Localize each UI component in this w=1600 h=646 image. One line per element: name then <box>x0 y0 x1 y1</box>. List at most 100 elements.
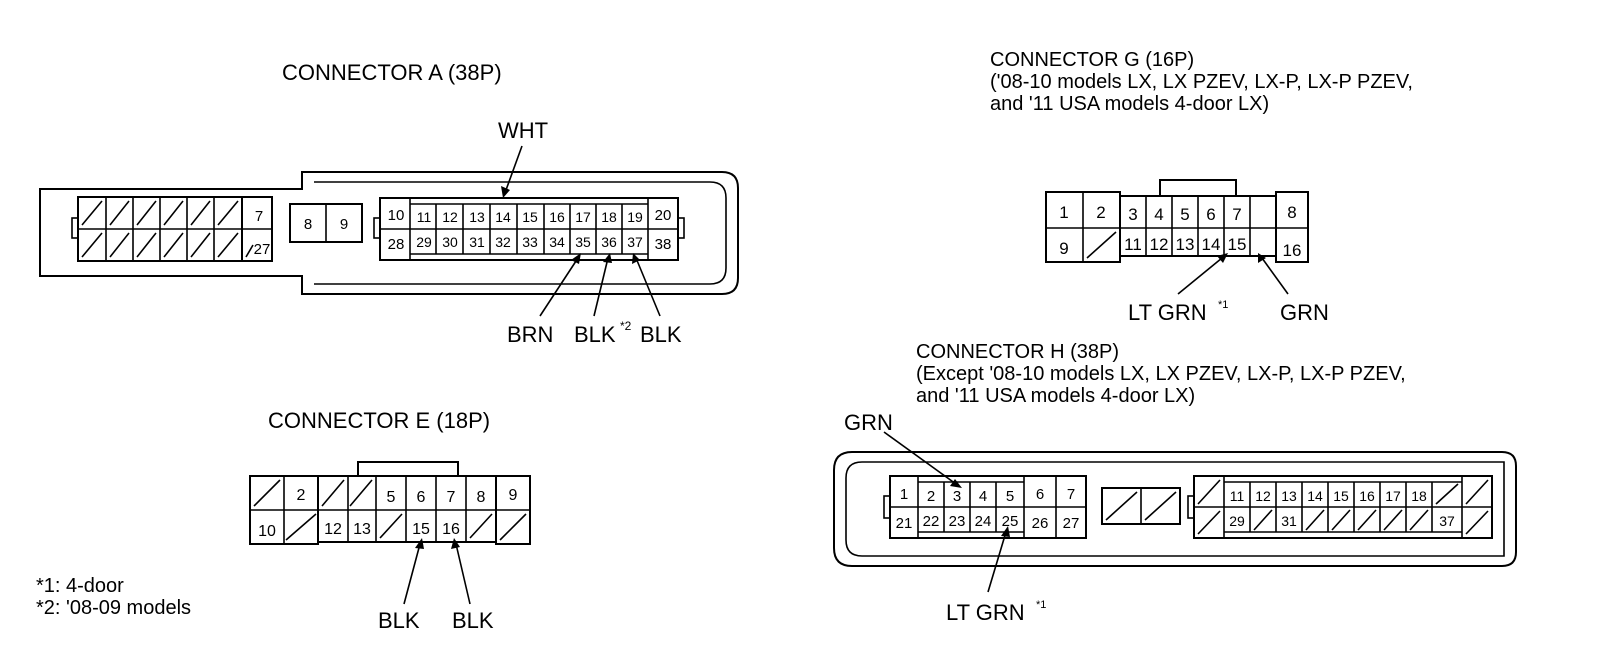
footnote-1: *1: 4-door <box>36 575 124 597</box>
arrow-icon <box>1258 253 1266 263</box>
connector-h-pin: 2 <box>927 488 935 505</box>
connector-h-pin: 3 <box>953 488 961 505</box>
connector-a-pin: 19 <box>627 209 643 225</box>
connector-a-title: CONNECTOR A (38P) <box>282 60 502 85</box>
connector-a-pin: 9 <box>340 216 348 233</box>
arrow-icon <box>950 479 962 488</box>
connector-h-leaders <box>883 431 1007 593</box>
connector-a-pin: 34 <box>549 234 565 250</box>
arrow-icon <box>632 253 640 264</box>
connector-a: CONNECTOR A (38P) 7 27 <box>39 60 739 347</box>
connector-e-pin: 9 <box>509 487 518 504</box>
connector-h-pin: 26 <box>1032 515 1049 532</box>
connector-a-pin: 27 <box>254 241 271 258</box>
connector-g-pin: 7 <box>1232 205 1241 224</box>
connector-h-pin: 6 <box>1036 486 1044 503</box>
connector-h-subtitle: and '11 USA models 4-door LX) <box>916 385 1195 407</box>
connector-a-pin: 36 <box>601 234 617 250</box>
connector-a-pin: 8 <box>304 216 312 233</box>
connector-g-right-block <box>1275 191 1309 263</box>
connector-a-pin: 30 <box>442 234 458 250</box>
connector-g-leaders <box>1177 257 1289 295</box>
connector-h-pin: 16 <box>1359 488 1375 504</box>
connector-h-pin: 12 <box>1255 488 1271 504</box>
connector-a-pin: 20 <box>655 207 672 224</box>
connector-h-pin: 14 <box>1307 488 1323 504</box>
connector-g-pin: 15 <box>1228 235 1247 254</box>
connector-e-grid <box>250 476 530 544</box>
connector-h-pin: 7 <box>1067 486 1075 503</box>
footnote-ref-1: *1 <box>1036 599 1046 611</box>
connector-a-pin: 32 <box>495 234 511 250</box>
connector-h-right-block <box>1193 475 1493 539</box>
connector-h-title: CONNECTOR H (38P) <box>916 341 1119 363</box>
connector-g-latch <box>1159 179 1237 197</box>
connector-e-pin: 16 <box>442 521 460 538</box>
connector-g-subtitle: and '11 USA models 4-door LX) <box>990 93 1269 115</box>
connector-e-pin: 8 <box>477 489 486 506</box>
connector-g-pin: 4 <box>1154 205 1163 224</box>
connector-a-pin: 37 <box>627 234 643 250</box>
connector-h-pin: 17 <box>1385 488 1401 504</box>
connector-h-pin: 13 <box>1281 488 1297 504</box>
connector-h-pin: 15 <box>1333 488 1349 504</box>
wire-color-wht: WHT <box>498 118 548 143</box>
connector-a-pin: 29 <box>416 234 432 250</box>
connector-a-pin: 18 <box>601 209 617 225</box>
connector-h-pin: 23 <box>949 513 966 530</box>
connector-g-pin: 14 <box>1202 235 1221 254</box>
connector-h-inner-shell <box>845 461 1505 557</box>
connector-h-pin: 31 <box>1281 513 1297 529</box>
connector-h-pin: 27 <box>1063 515 1080 532</box>
connector-a-pin: 17 <box>575 209 591 225</box>
connector-a-pin: 13 <box>469 209 485 225</box>
wire-color-grn: GRN <box>844 410 893 435</box>
footnote-2: *2: '08-09 models <box>36 597 191 619</box>
connector-a-pin: 33 <box>522 234 538 250</box>
connector-a-pin: 31 <box>469 234 485 250</box>
connector-e-pin: 2 <box>297 487 306 504</box>
wire-color-lt-grn: LT GRN <box>946 600 1025 625</box>
connector-a-pin: 11 <box>417 209 432 225</box>
connector-e-pin: 15 <box>412 521 430 538</box>
connector-e-pin: 12 <box>324 521 342 538</box>
wire-color-blk: BLK <box>452 608 494 633</box>
arrow-icon <box>1001 526 1010 537</box>
connector-a-pin: 7 <box>255 208 263 225</box>
connector-a-pin: 10 <box>388 207 405 224</box>
connector-g-pin: 8 <box>1287 203 1296 222</box>
arrow-icon <box>451 538 460 549</box>
wire-color-grn: GRN <box>1280 300 1329 325</box>
connector-h-pin: 11 <box>1230 488 1245 504</box>
connector-e-title: CONNECTOR E (18P) <box>268 408 490 433</box>
connector-a-leaders <box>505 145 661 317</box>
connector-h-pin: 18 <box>1411 488 1427 504</box>
connector-a-inner-shell <box>314 181 727 285</box>
connector-a-blank-cavities <box>78 197 242 261</box>
connector-g-pin: 16 <box>1283 241 1302 260</box>
connector-h-left-block <box>889 475 1087 539</box>
footnote-ref-2: *2 <box>620 319 632 333</box>
connector-a-pin: 38 <box>655 236 672 253</box>
connector-a-pin: 28 <box>388 236 405 253</box>
connector-g-title: CONNECTOR G (16P) <box>990 49 1194 71</box>
connector-g-pin: 13 <box>1176 235 1195 254</box>
connector-g-pin: 5 <box>1180 205 1189 224</box>
wire-color-blk: BLK <box>378 608 420 633</box>
connector-a-pin: 15 <box>522 209 538 225</box>
connector-h-subtitle: (Except '08-10 models LX, LX PZEV, LX-P,… <box>916 363 1406 385</box>
arrow-icon <box>603 253 612 263</box>
connector-g-subtitle: ('08-10 models LX, LX PZEV, LX-P, LX-P P… <box>990 71 1413 93</box>
arrow-icon <box>415 538 424 549</box>
connector-e: CONNECTOR E (18P) 2 5 6 7 8 9 10 12 <box>249 408 531 633</box>
wire-color-lt-grn: LT GRN <box>1128 300 1207 325</box>
connector-a-pin: 14 <box>495 209 511 225</box>
connector-h-pin: 25 <box>1002 513 1019 530</box>
connector-e-pin: 7 <box>447 489 456 506</box>
connector-h-blank-block <box>1101 487 1181 525</box>
connector-g-pin: 3 <box>1128 205 1137 224</box>
connector-a-pin: 16 <box>549 209 565 225</box>
connector-e-body <box>317 475 497 543</box>
connector-h-pin: 29 <box>1229 513 1245 529</box>
